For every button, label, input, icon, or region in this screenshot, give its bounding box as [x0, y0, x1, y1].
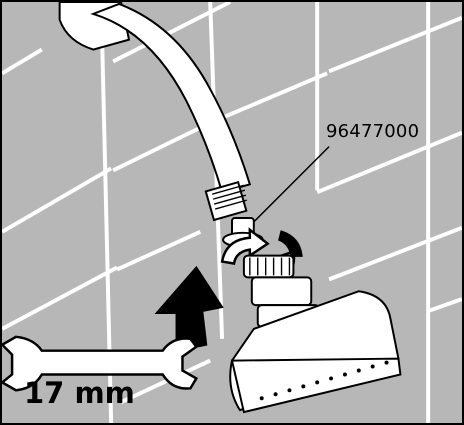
shower-arm-icon	[58, 2, 252, 222]
wrench-size-label: 17 mm	[24, 376, 135, 410]
shower-head-icon	[229, 254, 402, 414]
up-arrow-icon	[154, 265, 224, 352]
part-number-label: 96477000	[326, 121, 420, 142]
leader-line	[249, 146, 330, 227]
wrench-icon	[2, 335, 199, 392]
